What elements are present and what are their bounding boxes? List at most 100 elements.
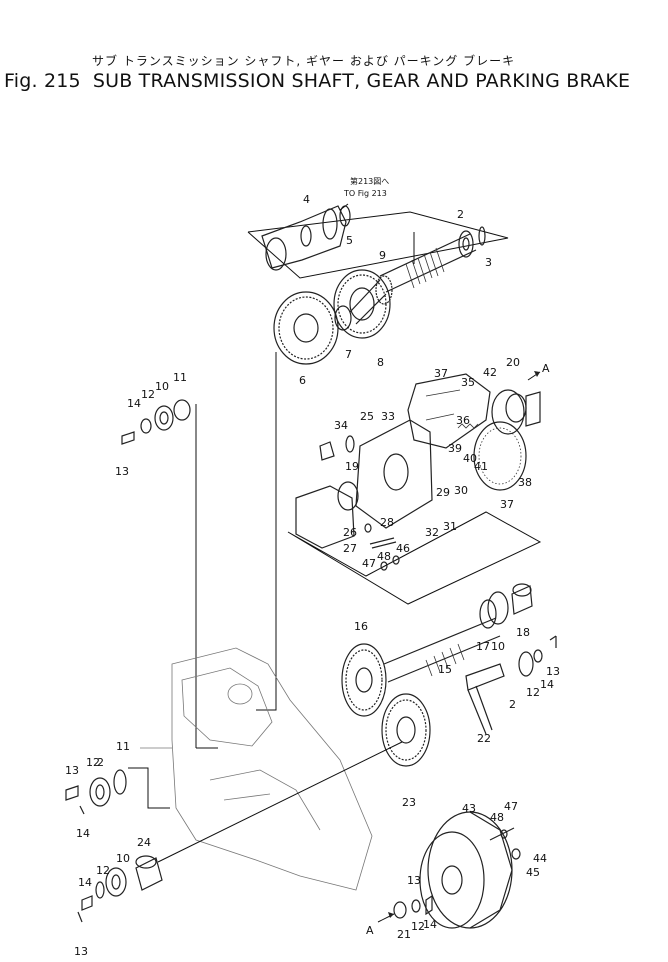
back-plate-part-25 [355, 419, 433, 529]
callout-6: 6 [299, 374, 306, 387]
callout-27: 27 [343, 542, 357, 555]
callout-38: 38 [518, 476, 532, 489]
callout-12-right: 12 [526, 686, 540, 699]
callout-40: 40 [463, 452, 477, 465]
group-frame-top [247, 211, 509, 279]
brake-drum-housing-part-20 [491, 389, 541, 435]
bearing-set-upper-left [121, 399, 218, 749]
bearing-set-lower-left [77, 867, 127, 923]
title-english: Fig. 215 SUB TRANSMISSION SHAFT, GEAR AND… [4, 70, 642, 92]
transmission-case-outline [140, 647, 373, 891]
nut-parts-44-45 [511, 848, 521, 860]
callout-37: 37 [434, 367, 448, 380]
cover-housing-part-4 [261, 205, 347, 271]
reference-note-line2: TO Fig 213 [343, 189, 387, 198]
callout-32: 32 [425, 526, 439, 539]
callout-13-right: 13 [546, 665, 560, 678]
callout-arrow-a: A [542, 362, 550, 375]
callout-17: 17 [476, 640, 490, 653]
callout-24: 24 [137, 836, 151, 849]
callout-15: 15 [438, 663, 452, 676]
callout-13-mid-left: 13 [65, 764, 79, 777]
header: サブ トランスミッション シャフト, ギヤー および パーキング ブレーキ Fi… [0, 0, 668, 100]
bearing-set-middle-left [65, 767, 170, 815]
gear-part-23 [381, 693, 431, 767]
callout-23: 23 [402, 796, 416, 809]
gear-part-16 [341, 643, 387, 717]
callout-13-bottom: 13 [407, 874, 421, 887]
callout-43: 43 [462, 802, 476, 815]
figure-title: SUB TRANSMISSION SHAFT, GEAR AND PARKING… [92, 70, 631, 92]
coupling-housing [295, 481, 359, 549]
callout-26: 26 [343, 526, 357, 539]
callout-2: 2 [457, 208, 464, 221]
callout-2-right: 2 [509, 698, 516, 711]
callout-21: 21 [397, 928, 411, 941]
callout-37-lower: 37 [500, 498, 514, 511]
title-japanese: サブ トランスミッション シャフト, ギヤー および パーキング ブレーキ [92, 54, 516, 68]
callout-14-right: 14 [540, 678, 554, 691]
callout-8: 8 [377, 356, 384, 369]
callout-46: 46 [396, 542, 410, 555]
callout-33: 33 [381, 410, 395, 423]
callout-47-bottom: 47 [504, 800, 518, 813]
washer-parts-21-12-14 [393, 894, 433, 919]
callout-48-bottom: 48 [490, 811, 504, 824]
callout-31: 31 [443, 520, 457, 533]
callout-14-bottom: 14 [423, 918, 437, 931]
bolts-parts-26-27-46-47-48 [364, 523, 400, 571]
callout-11: 11 [173, 371, 187, 384]
bearing-parts-2-12-14-13-right [518, 635, 557, 677]
callout-44: 44 [533, 852, 547, 865]
callout-13-lower-left: 13 [74, 945, 88, 958]
callout-10-lower-left: 10 [116, 852, 130, 865]
brake-spring-part-36 [457, 423, 479, 429]
callout-14-mid-left: 14 [76, 827, 90, 840]
callout-14-lower-left: 14 [78, 876, 92, 889]
callout-42: 42 [483, 366, 497, 379]
callout-25: 25 [360, 410, 374, 423]
reference-note-line1: 第213図へ [350, 176, 389, 186]
callout-28: 28 [380, 516, 394, 529]
callout-29: 29 [436, 486, 450, 499]
callout-10-mid: 10 [491, 640, 505, 653]
callout-5: 5 [346, 234, 353, 247]
figure-number: Fig. 215 [4, 70, 81, 92]
callout-47: 47 [362, 557, 376, 570]
shaft-part-22 [465, 663, 505, 735]
callout-9: 9 [379, 249, 386, 262]
callout-19: 19 [345, 460, 359, 473]
brake-shoe-assembly-part-37 [407, 373, 491, 449]
gear-part-9 [375, 275, 393, 305]
nut-part-34 [319, 441, 335, 461]
bearing-parts-17-10 [479, 591, 509, 629]
callout-16: 16 [354, 620, 368, 633]
callout-12: 12 [141, 388, 155, 401]
collar-part-7 [334, 305, 352, 331]
sub-transmission-shaft [349, 232, 477, 325]
bearing-part-2-top [458, 230, 474, 258]
callout-12-bottom: 12 [411, 920, 425, 933]
callout-20: 20 [506, 356, 520, 369]
callout-41: 41 [474, 460, 488, 473]
shaft-part-15 [383, 617, 501, 683]
callout-18: 18 [516, 626, 530, 639]
callout-35: 35 [461, 376, 475, 389]
group-frame-brake [287, 511, 542, 605]
gear-part-6 [273, 291, 339, 365]
callout-11-mid-left: 11 [116, 740, 130, 753]
brake-lining-part-38 [473, 421, 527, 491]
callout-arrow-a-bottom: A [366, 924, 374, 937]
callout-14: 14 [127, 397, 141, 410]
callout-45: 45 [526, 866, 540, 879]
callout-22: 22 [477, 732, 491, 745]
callout-7: 7 [345, 348, 352, 361]
callout-39: 39 [448, 442, 462, 455]
lead-line-gear-6 [256, 352, 277, 711]
callout-30: 30 [454, 484, 468, 497]
sleeve-part-18 [511, 583, 533, 615]
collar-part-24 [135, 741, 403, 891]
callout-48: 48 [377, 550, 391, 563]
washer-part-19 [345, 435, 355, 453]
